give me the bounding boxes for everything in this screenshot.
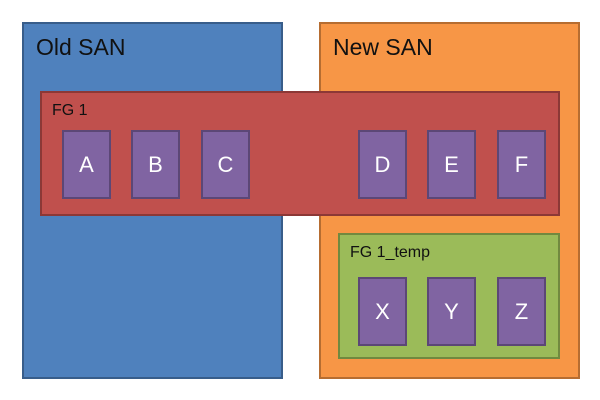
fg1-temp-label: FG 1_temp [350,244,431,261]
disk-c: C [201,130,250,199]
disk-y: Y [427,277,476,346]
disk-f: F [497,130,546,199]
disk-e: E [427,130,476,199]
old-san-label: Old SAN [36,34,126,60]
disk-x: X [358,277,407,346]
new-san-label: New SAN [333,34,433,60]
fg1-label: FG 1 [52,102,88,119]
fg1-box: FG 1 [40,91,560,216]
disk-z: Z [497,277,546,346]
disk-d: D [358,130,407,199]
disk-a: A [62,130,111,199]
disk-b: B [131,130,180,199]
